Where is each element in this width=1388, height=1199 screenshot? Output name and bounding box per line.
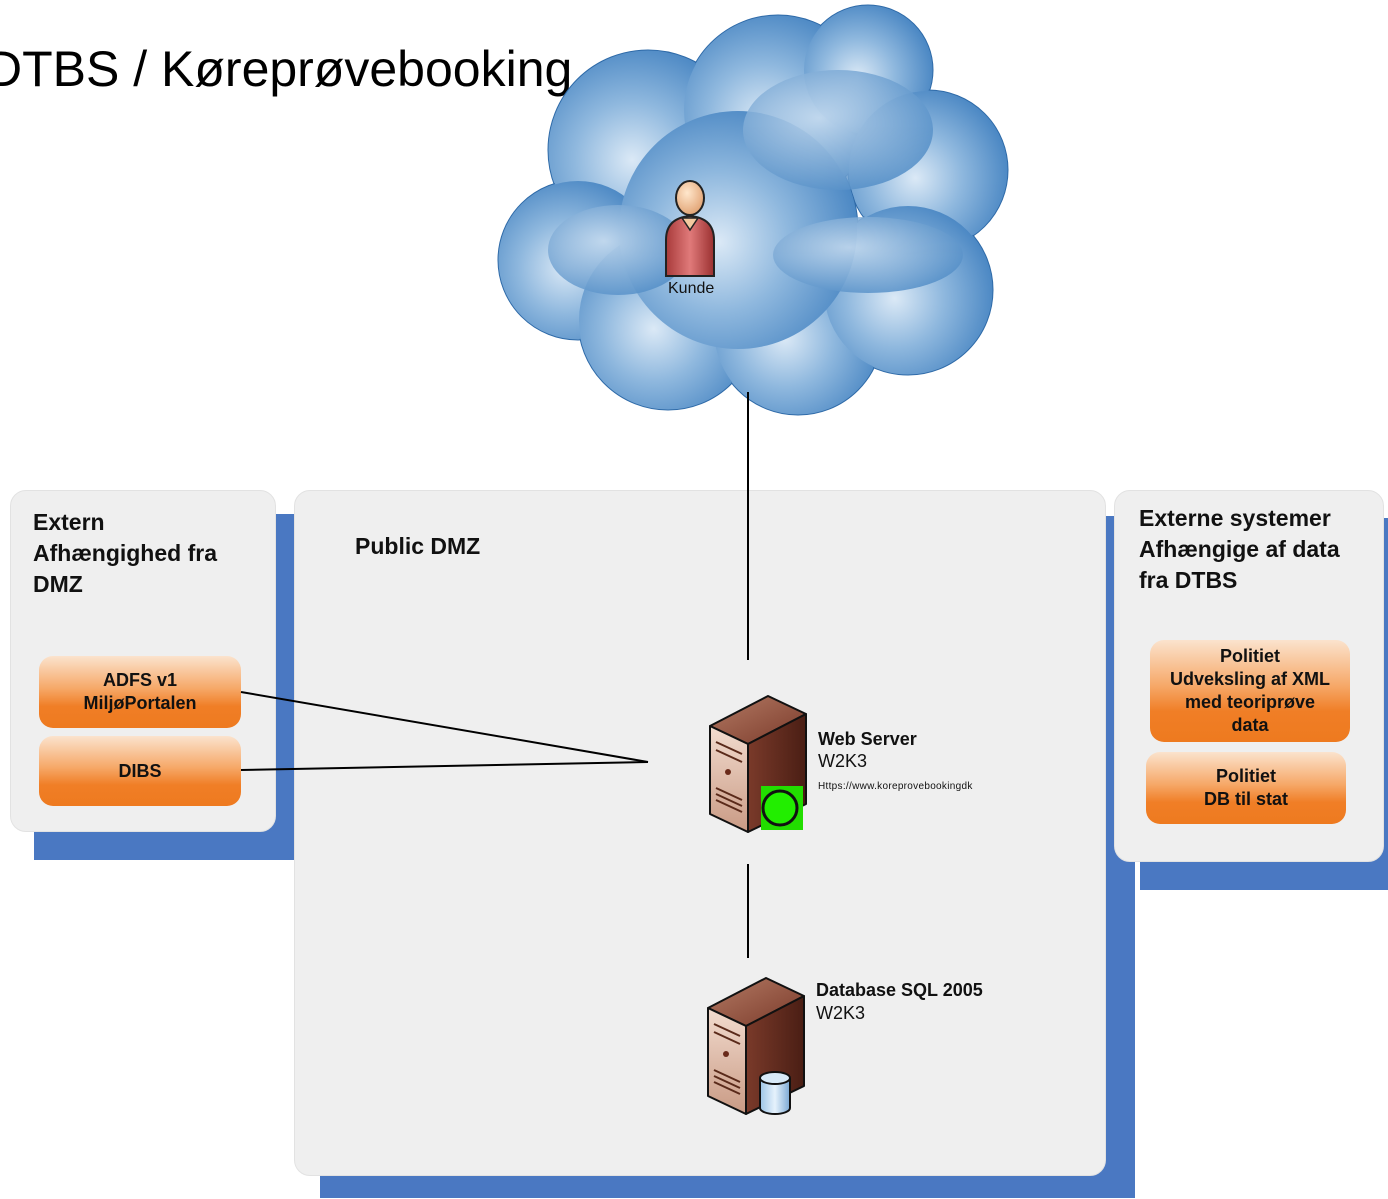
person-label: Kunde [668,280,715,297]
dibs-box: DIBS [39,736,241,806]
web-server-os: W2K3 [818,751,868,771]
center-panel: Public DMZ [294,490,1106,1176]
web-server-icon [709,695,807,833]
diagram-title: DTBS / Køreprøvebooking [0,41,573,97]
adfs-label: ADFS v1 MiljøPortalen [83,670,197,713]
center-panel-title: Public DMZ [355,533,481,559]
politiet-xml-label: Politiet Udveksling af XML med teoriprøv… [1169,646,1331,735]
dibs-label: DIBS [118,760,162,781]
web-server-name: Web Server [818,729,917,749]
database-server-icon [707,977,805,1115]
adfs-box: ADFS v1 MiljøPortalen [39,656,241,728]
person-icon [665,180,715,277]
dibs-to-webserver-line [240,761,649,771]
cloud-icon [497,4,1009,416]
db-server-os: W2K3 [816,1003,866,1023]
adfs-to-webserver-line [240,691,649,763]
web-server-url: Https://www.koreprovebookingdk [818,781,973,792]
politiet-db-label: Politiet DB til stat [1203,766,1288,809]
left-panel-title: Extern Afhængighed fra DMZ [33,509,217,597]
politiet-db-box: Politiet DB til stat [1146,752,1346,824]
politiet-xml-box: Politiet Udveksling af XML med teoriprøv… [1150,640,1350,742]
db-server-name: Database SQL 2005 [816,980,983,1000]
right-panel-title: Externe systemer Afhængige af data fra D… [1139,505,1340,593]
